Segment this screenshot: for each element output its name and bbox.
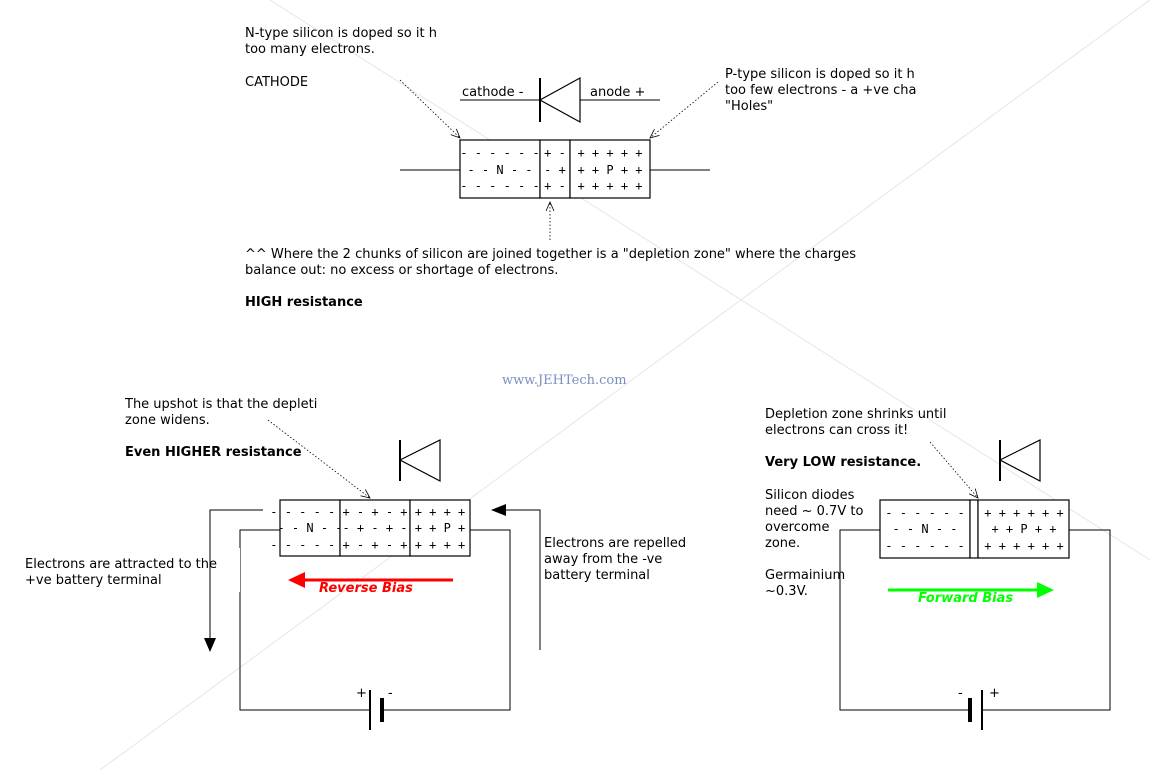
svg-text:- - - - - -: - - - - - - [460,146,539,160]
silicon-block-reverse: - - - - - - - - N - - - - - - - - + - + … [270,499,471,557]
circuit-wires-forward [839,529,1111,711]
silicon-note: Silicon diodes need ~ 0.7V to overcome z… [765,488,863,551]
svg-text:+ + + + +: + + + + + [577,179,642,193]
svg-text:N-type silicon is doped so it: N-type silicon is doped so it h [245,26,437,41]
reverse-bias-arrow [288,572,453,588]
anode-label: anode + [590,85,645,100]
reverse-bias-label: Reverse Bias [319,581,413,596]
text-clip [231,548,240,592]
svg-text:Electrons are repelled: Electrons are repelled [544,536,686,551]
circuit-wires-reverse [239,529,511,711]
diode-symbol-forward [998,439,1041,482]
svg-text:+ - + - +: + - + - + [342,538,407,552]
p-region [977,499,1070,559]
svg-text:- - N - -: - - N - - [467,163,532,177]
svg-text:- - - - - -: - - - - - - [885,506,964,520]
ntype-note: N-type silicon is doped so it h too many… [245,26,437,57]
svg-text:- - N - -: - - N - - [892,522,957,536]
svg-text:+ + + +: + + + + [415,505,466,519]
svg-text:Depletion zone shrinks until: Depletion zone shrinks until [765,407,947,422]
attract-note: Electrons are attracted to the +ve batte… [25,557,217,588]
reverse-bias-section: The upshot is that the depleti zone wide… [25,397,686,730]
reverse-note: The upshot is that the depleti zone wide… [124,397,317,428]
n-region [459,139,541,199]
svg-text:+ + + + +: + + + + + [577,146,642,160]
svg-text:^^ Where the 2 chunks of silic: ^^ Where the 2 chunks of silicon are joi… [245,247,856,262]
watermark: www.JEHTech.com [502,373,627,388]
forward-bias-arrow [888,582,1054,598]
svg-text:- - - - - -: - - - - - - [885,539,964,553]
diode-symbol-top [460,76,660,124]
svg-text:balance out: no excess or shor: balance out: no excess or shortage of el… [245,263,558,278]
svg-text:zone widens.: zone widens. [125,413,210,428]
svg-text:- +: - + [544,163,566,177]
battery-minus: - [388,686,393,701]
watermark-lines [99,0,1150,770]
p-region [409,499,471,557]
silicon-block-forward: - - - - - - - - N - - - - - - - - + + + … [879,499,1070,559]
svg-text:+ -: + - [544,146,566,160]
svg-text:away from the -ve: away from the -ve [544,552,662,567]
electron-flow-right [491,504,541,650]
battery-minus: - [958,686,963,701]
svg-text:~0.3V.: ~0.3V. [765,584,808,599]
forward-bias-section: Depletion zone shrinks until electrons c… [765,407,1111,730]
svg-text:+ -: + - [544,179,566,193]
battery-plus: + [989,686,1000,701]
svg-text:need ~ 0.7V to: need ~ 0.7V to [765,504,863,519]
repel-note: Electrons are repelled away from the -ve… [544,536,686,583]
n-region [279,499,341,557]
svg-text:overcome: overcome [765,520,829,535]
svg-text:battery terminal: battery terminal [544,568,650,583]
svg-text:+ve battery terminal: +ve battery terminal [25,573,162,588]
svg-text:"Holes": "Holes" [725,99,773,114]
svg-text:- - N - -: - - N - - [277,521,342,535]
depletion-zone [969,499,979,559]
battery-plus: + [356,686,367,701]
diode-symbol-reverse [398,439,441,482]
svg-text:+ + + + + +: + + + + + + [984,539,1063,553]
germanium-note: Germainium ~0.3V. [765,568,845,599]
svg-text:- + - + -: - + - + - [342,521,407,535]
svg-text:+ + + + + +: + + + + + + [984,506,1063,520]
svg-text:+ + + +: + + + + [415,538,466,552]
svg-text:Silicon diodes: Silicon diodes [765,488,855,503]
depletion-note: ^^ Where the 2 chunks of silicon are joi… [245,247,856,278]
svg-text:Electrons are attracted to the: Electrons are attracted to the [25,557,217,572]
p-region [569,139,651,199]
svg-text:+ + P + +: + + P + + [991,522,1056,536]
svg-text:- - - - - -: - - - - - - [270,505,349,519]
even-higher-resistance-label: Even HIGHER resistance [125,445,302,460]
very-low-resistance-label: Very LOW resistance. [765,455,921,470]
cathode-caption: CATHODE [245,75,308,90]
svg-text:too many electrons.: too many electrons. [245,42,375,57]
cathode-label: cathode - [462,85,524,100]
electron-flow-left [204,509,263,652]
svg-text:+ - + - +: + - + - + [342,505,407,519]
top-section: N-type silicon is doped so it h too many… [245,26,916,310]
forward-note: Depletion zone shrinks until electrons c… [765,407,947,438]
svg-text:The upshot is that the depleti: The upshot is that the depleti [124,397,317,412]
silicon-block-top: - - - - - - - - N - - - - - - - - + - - … [459,139,651,199]
svg-text:electrons can cross it!: electrons can cross it! [765,423,908,438]
svg-text:- - - - - -: - - - - - - [460,179,539,193]
n-region [879,499,971,559]
battery-reverse [369,690,384,730]
forward-bias-label: Forward Bias [918,591,1013,606]
svg-text:+ + P + +: + + P + + [577,163,642,177]
svg-text:too few electrons - a +ve cha: too few electrons - a +ve cha [725,83,916,98]
ptype-note: P-type silicon is doped so it h too few … [725,67,916,114]
svg-text:zone.: zone. [765,536,800,551]
battery-forward [968,690,983,730]
svg-text:- - - - - -: - - - - - - [270,538,349,552]
svg-text:+ + P +: + + P + [415,521,466,535]
depletion-zone [339,499,411,557]
svg-text:Germainium: Germainium [765,568,845,583]
high-resistance-label: HIGH resistance [245,295,363,310]
svg-text:P-type silicon is doped so it: P-type silicon is doped so it h [725,67,915,82]
